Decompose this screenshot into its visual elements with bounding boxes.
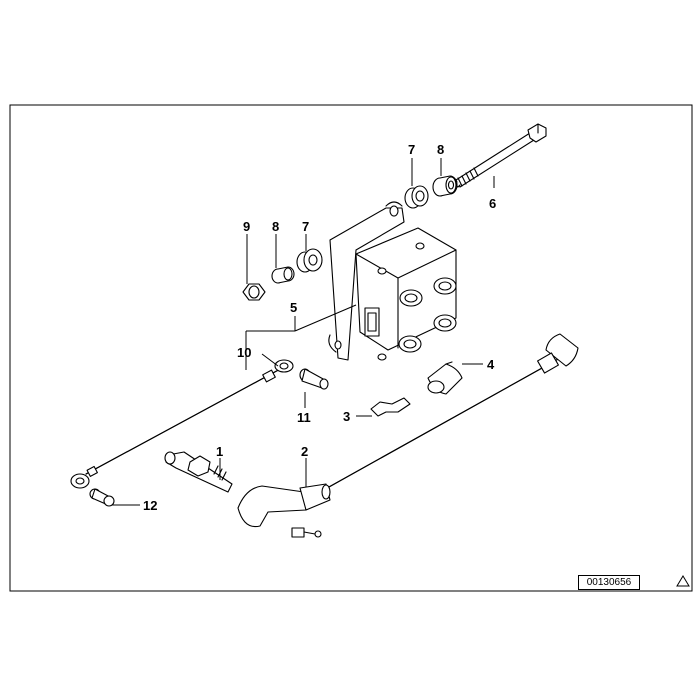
part-7-grommet-upper	[404, 185, 429, 209]
part-6-long-bolt	[453, 123, 547, 188]
callout-3: 3	[343, 409, 350, 424]
callout-5: 5	[290, 300, 297, 315]
part-3-terminal	[370, 397, 411, 417]
part-1-spark-plug	[164, 451, 233, 493]
part-8-spacer-upper	[432, 175, 458, 197]
leader-lines	[112, 158, 495, 506]
ignition-coil-assembly	[328, 201, 457, 361]
part-11-screw	[299, 368, 329, 390]
callout-9: 9	[243, 219, 250, 234]
callout-4: 4	[487, 357, 495, 372]
callout-10: 10	[237, 345, 251, 360]
callout-7-lower: 7	[302, 219, 309, 234]
callout-12: 12	[143, 498, 157, 513]
callout-7-upper: 7	[408, 142, 415, 157]
part-2-ht-lead	[237, 333, 579, 538]
part-12-screw	[89, 488, 115, 507]
part-9-nut	[242, 283, 266, 301]
callout-8-upper: 8	[437, 142, 444, 157]
callout-2: 2	[301, 444, 308, 459]
part-8-spacer-lower	[271, 266, 295, 284]
callout-6: 6	[489, 196, 496, 211]
part-7-grommet-lower	[296, 248, 323, 273]
diagram-border	[9, 104, 693, 592]
callout-labels: 1 2 3 4 5 6 7 7 8 8 9 10 11 12	[143, 142, 496, 513]
part-4-ht-connector-cap	[427, 361, 463, 395]
part-10-ground-strap	[70, 359, 294, 489]
callout-8-lower: 8	[272, 219, 279, 234]
warning-triangle-icon	[676, 575, 690, 587]
callout-11: 11	[297, 410, 311, 425]
callout-1: 1	[216, 444, 223, 459]
diagram-reference-number: 00130656	[578, 575, 640, 590]
